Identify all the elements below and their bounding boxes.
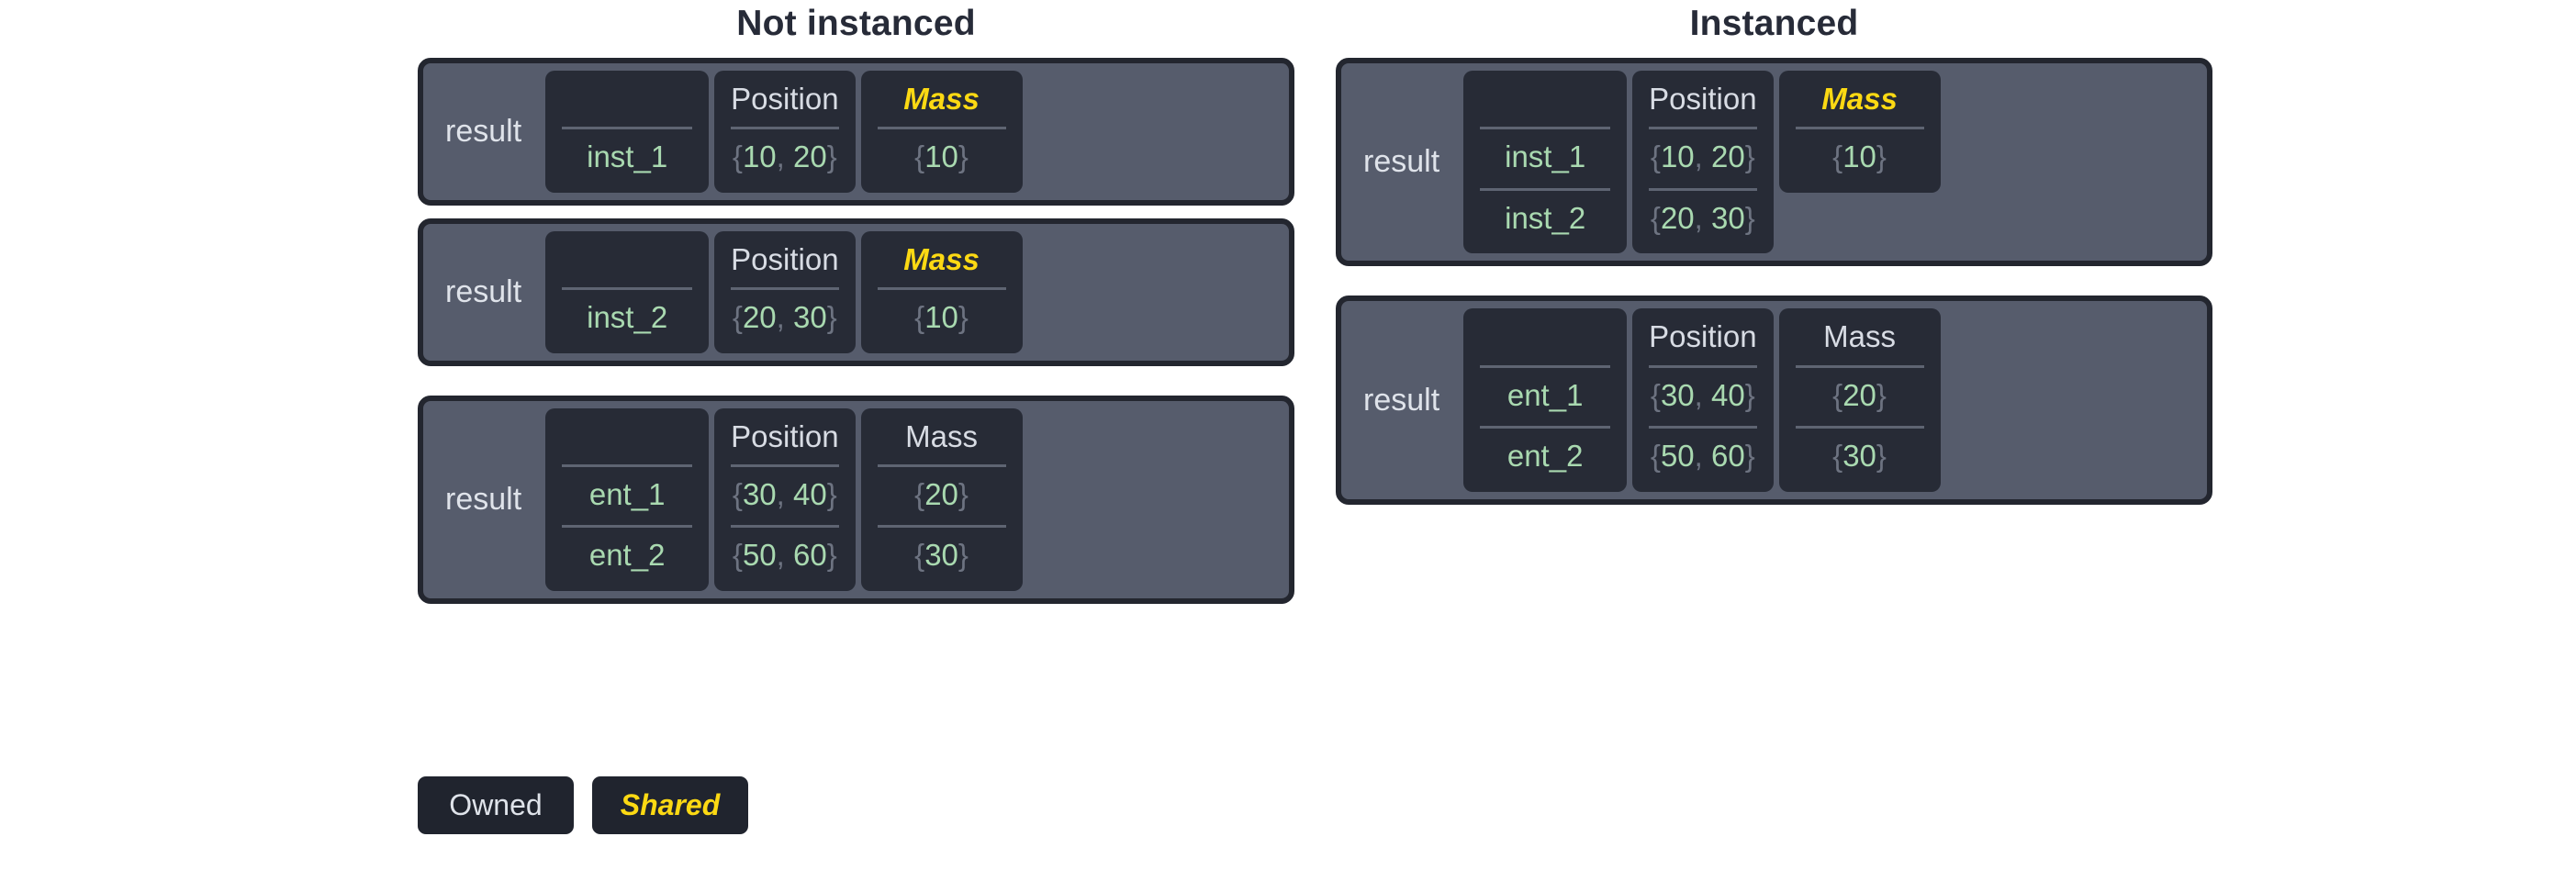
result-card: result ent_1 ent_2 Position {30, 40} {50, 60… [1336, 296, 2212, 505]
column-name: ent_1 ent_2 [1463, 308, 1628, 492]
cell-name-1: inst_1 [1480, 127, 1611, 180]
cell-position-1: {10, 20} [731, 127, 839, 180]
column-mass: Mass {10} [860, 230, 1023, 353]
cell-mass-2: {30} [1795, 426, 1924, 479]
column-mass: Mass {20} {30} [860, 407, 1023, 592]
column-name: inst_2 [545, 230, 710, 353]
column-header-mass: Mass [903, 82, 980, 116]
legend: Owned Shared [418, 776, 748, 835]
column-header-mass: Mass [905, 418, 978, 453]
column-header-mass: Mass [903, 241, 980, 276]
column-header-position: Position [1649, 82, 1757, 116]
column-header-mass: Mass [1823, 319, 1896, 354]
cell-name-1: inst_2 [562, 287, 693, 340]
column-position: Position {10, 20} [714, 71, 856, 193]
cell-mass-1: {10} [877, 287, 1006, 340]
cell-position-2: {50, 60} [731, 525, 839, 578]
column-position: Position {30, 40} {50, 60} [714, 407, 856, 592]
cell-mass-1: {10} [877, 127, 1006, 180]
cell-mass-1: {20} [1795, 364, 1924, 418]
column-position: Position {20, 30} [714, 230, 856, 353]
cell-name-2: ent_2 [1480, 426, 1611, 479]
column-header-position: Position [731, 82, 839, 116]
column-name: inst_1 [545, 71, 710, 193]
result-card: result inst_1 inst_2 Position {10, 20} {20, … [1336, 58, 2212, 267]
card-label: result [1363, 144, 1440, 180]
column-mass: Mass {20} {30} [1778, 308, 1941, 492]
cell-position-1: {30, 40} [731, 463, 839, 518]
card-grid: ent_1 ent_2 Position {30, 40} {50, 60} Mass {2… [1463, 308, 2200, 492]
cell-position-2: {50, 60} [1649, 426, 1757, 479]
cell-name-1: inst_1 [562, 127, 693, 180]
result-card: result inst_1 Position {10, 20} Mass {10} [418, 58, 1294, 206]
column-header-position: Position [731, 418, 839, 453]
cell-name-1: ent_1 [1480, 364, 1611, 418]
card-label: result [445, 273, 522, 309]
cell-mass-1: {20} [877, 463, 1006, 518]
column-title-instanced: Instanced [1689, 4, 1859, 43]
column-header-position: Position [1649, 319, 1757, 354]
cell-position-1: {20, 30} [731, 287, 839, 340]
column-header-mass: Mass [1821, 82, 1898, 116]
card-label: result [445, 481, 522, 517]
result-card: result ent_1 ent_2 Position {30, 40} {50, 60… [418, 395, 1294, 605]
card-grid: inst_1 Position {10, 20} Mass {10} [545, 71, 1282, 193]
column-mass: Mass {10} [860, 71, 1023, 193]
card-grid: inst_1 inst_2 Position {10, 20} {20, 30} Mass… [1463, 71, 2200, 254]
column-name: inst_1 inst_2 [1463, 71, 1628, 254]
result-card: result inst_2 Position {20, 30} Mass {10} [418, 218, 1294, 366]
column-name: ent_1 ent_2 [545, 407, 710, 592]
column-mass: Mass {10} [1778, 71, 1941, 193]
card-label: result [1363, 382, 1440, 418]
cell-name-2: inst_2 [1480, 187, 1611, 241]
column-position: Position {10, 20} {20, 30} [1632, 71, 1774, 254]
column-header-position: Position [731, 241, 839, 276]
legend-chip-owned: Owned [418, 776, 574, 835]
cell-position-2: {20, 30} [1649, 187, 1757, 241]
cell-name-2: ent_2 [562, 525, 693, 578]
cell-mass-1: {10} [1795, 127, 1924, 180]
legend-chip-shared: Shared [592, 776, 748, 835]
column-position: Position {30, 40} {50, 60} [1632, 308, 1774, 492]
cell-name-1: ent_1 [562, 463, 693, 518]
column-title-not-instanced: Not instanced [736, 4, 976, 43]
cell-position-1: {30, 40} [1649, 364, 1757, 418]
card-grid: ent_1 ent_2 Position {30, 40} {50, 60} Mass {2… [545, 407, 1282, 592]
cell-position-1: {10, 20} [1649, 127, 1757, 180]
card-label: result [445, 113, 522, 149]
card-grid: inst_2 Position {20, 30} Mass {10} [545, 230, 1282, 353]
cell-mass-2: {30} [877, 525, 1006, 578]
